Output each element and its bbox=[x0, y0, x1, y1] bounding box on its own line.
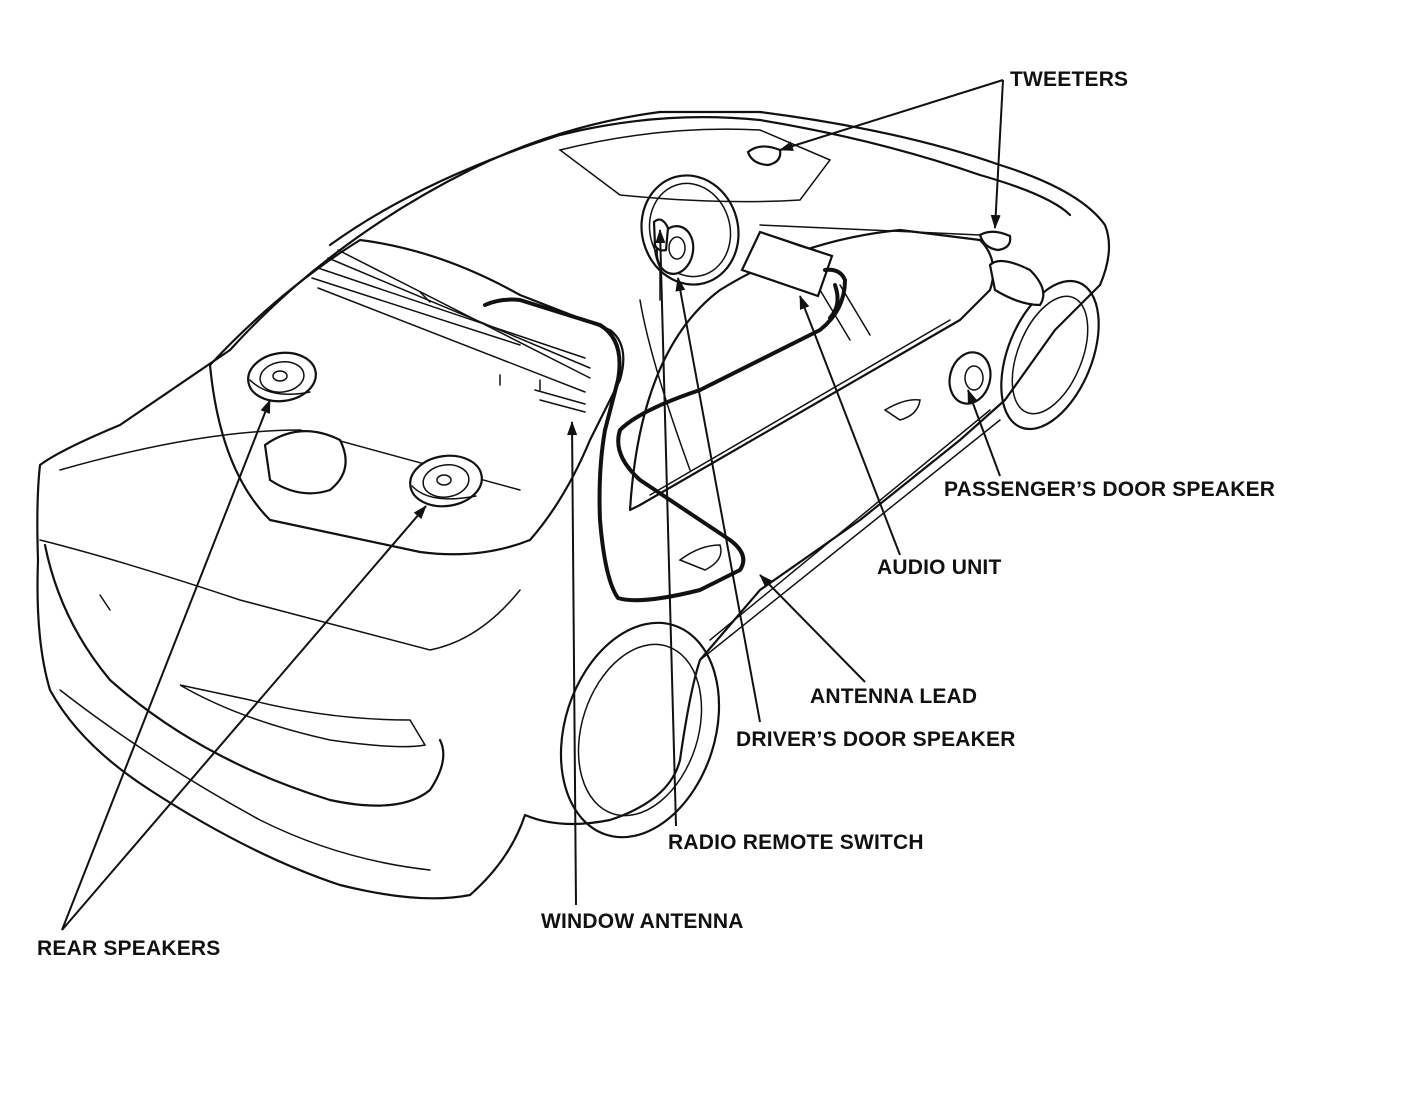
rear-speaker-right bbox=[409, 454, 483, 508]
label-window-antenna: WINDOW ANTENNA bbox=[541, 910, 744, 933]
leader-lines bbox=[61, 79, 1004, 931]
label-audio-unit: AUDIO UNIT bbox=[877, 556, 1002, 579]
label-rear-speakers: REAR SPEAKERS bbox=[37, 937, 221, 960]
label-drivers-door-speaker: DRIVER’S DOOR SPEAKER bbox=[736, 728, 1016, 751]
antenna-lead-cable bbox=[483, 267, 847, 603]
rear-speaker-left bbox=[247, 351, 317, 403]
audio-unit bbox=[740, 230, 834, 298]
label-passengers-door-speaker: PASSENGER’S DOOR SPEAKER bbox=[944, 478, 1276, 501]
antenna-lead-branch bbox=[828, 283, 840, 320]
car-body bbox=[36, 110, 1111, 900]
tweeter-right bbox=[978, 230, 1012, 252]
passengers-door-speaker bbox=[948, 351, 992, 405]
label-radio-remote-switch: RADIO REMOTE SWITCH bbox=[668, 831, 924, 854]
tweeter-left bbox=[746, 145, 782, 167]
label-tweeters: TWEETERS bbox=[1010, 68, 1129, 91]
label-antenna-lead: ANTENNA LEAD bbox=[810, 685, 978, 708]
